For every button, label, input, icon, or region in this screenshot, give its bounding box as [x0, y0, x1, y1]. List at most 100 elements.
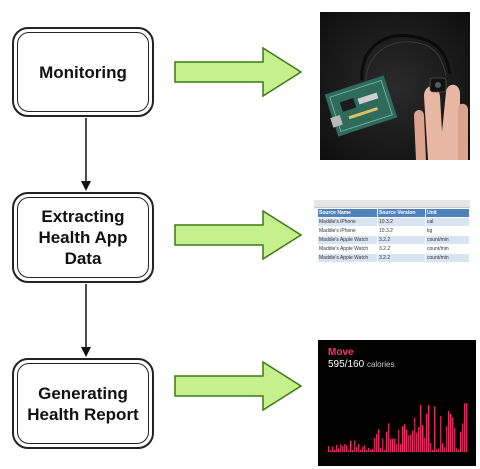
activity-bar	[410, 434, 412, 452]
activity-bar	[416, 432, 418, 452]
activity-bar	[402, 426, 404, 452]
activity-bar	[392, 438, 394, 452]
activity-bar	[418, 427, 420, 452]
activity-bar	[388, 423, 390, 452]
activity-bar	[456, 448, 458, 452]
table-cell: Maddie's Apple Watch	[318, 245, 378, 253]
spreadsheet-column-header-bar	[314, 200, 470, 208]
table-row: Maddie's iPhone 10.3.2 cal	[318, 218, 470, 226]
activity-bar	[382, 438, 384, 452]
activity-bar	[340, 444, 342, 452]
table-cell: count/min	[426, 236, 470, 244]
activity-bar	[406, 429, 408, 452]
table-cell: 10.3.2	[378, 227, 426, 235]
step-label: Generating Health Report	[27, 383, 139, 424]
activity-bar	[408, 435, 410, 452]
activity-bar	[424, 437, 426, 452]
activity-report-screenshot: Move 595/160 calories	[318, 340, 476, 466]
activity-bar	[384, 450, 386, 452]
table-cell: 3.2.2	[378, 254, 426, 262]
activity-bar	[438, 448, 440, 452]
activity-bar	[414, 417, 416, 452]
activity-bar	[380, 447, 382, 452]
activity-bar	[352, 450, 354, 452]
activity-bar	[444, 447, 446, 452]
pulse-sensor-photo-icon	[320, 12, 470, 160]
activity-bar	[378, 429, 380, 452]
activity-value-number: 595/160	[328, 359, 365, 370]
table-cell: Maddie's iPhone	[318, 218, 378, 226]
activity-bar	[454, 427, 456, 452]
activity-bar	[354, 440, 356, 452]
table-row: Maddie's Apple Watch 3.2.2 count/min	[318, 245, 470, 253]
activity-value-unit: calories	[366, 360, 395, 369]
column-header: Source Name	[318, 209, 378, 217]
step-monitoring-box: Monitoring	[12, 27, 154, 117]
activity-bar	[458, 450, 460, 452]
step-label: Monitoring	[39, 62, 127, 82]
activity-bar	[430, 442, 432, 452]
activity-bar	[330, 450, 332, 452]
step-label: Extracting Health App Data	[38, 207, 128, 268]
table-cell: count/min	[426, 254, 470, 262]
activity-bar	[400, 443, 402, 452]
table-cell: 3.2.2	[378, 245, 426, 253]
block-arrow-right-icon	[174, 360, 303, 412]
activity-bar	[434, 406, 436, 452]
activity-bar	[420, 404, 422, 452]
activity-bar	[374, 437, 376, 452]
table-cell: 3.2.2	[378, 236, 426, 244]
activity-bar	[428, 405, 430, 452]
activity-value: 595/160 calories	[328, 359, 395, 370]
table-cell: 10.3.2	[378, 218, 426, 226]
activity-bar	[360, 449, 362, 452]
activity-bar	[398, 429, 400, 452]
activity-bar	[404, 424, 406, 452]
activity-bar	[350, 440, 352, 452]
table-row: Maddie's Apple Watch 3.2.2 count/min	[318, 254, 470, 262]
health-data-spreadsheet: Source Name Source Version Unit Maddie's…	[314, 200, 470, 274]
activity-bar	[396, 444, 398, 452]
activity-bar	[450, 413, 452, 452]
activity-title: Move	[328, 347, 354, 358]
activity-bar	[440, 416, 442, 452]
activity-bar	[464, 403, 466, 452]
activity-bar	[448, 411, 450, 452]
activity-bar	[348, 449, 350, 452]
table-row: Maddie's Apple Watch 3.2.2 count/min	[318, 236, 470, 244]
column-header: Source Version	[378, 209, 426, 217]
table-cell: kg	[426, 227, 470, 235]
activity-bar	[366, 450, 368, 452]
step-extracting-box: Extracting Health App Data	[12, 192, 154, 283]
activity-bar	[426, 413, 428, 452]
activity-bar	[394, 438, 396, 452]
activity-bar	[372, 449, 374, 452]
activity-bar	[460, 431, 462, 452]
table-cell: Maddie's iPhone	[318, 227, 378, 235]
activity-bar	[332, 446, 334, 452]
activity-bar	[390, 438, 392, 452]
activity-bar	[442, 443, 444, 452]
activity-bar	[386, 431, 388, 452]
activity-bar	[342, 446, 344, 452]
step-generating-box: Generating Health Report	[12, 358, 154, 449]
activity-bar	[452, 417, 454, 452]
activity-bar	[370, 450, 372, 452]
activity-bar	[336, 444, 338, 452]
block-arrow-right-icon	[174, 209, 303, 261]
activity-bars	[326, 403, 468, 453]
activity-bar	[338, 448, 340, 452]
activity-bar	[364, 445, 366, 452]
activity-bar	[432, 450, 434, 452]
activity-bar	[462, 423, 464, 452]
table-cell: count/min	[426, 245, 470, 253]
column-header: Unit	[426, 209, 470, 217]
activity-bar	[466, 403, 468, 452]
activity-bar	[344, 443, 346, 452]
sensor-photo-art	[320, 12, 470, 160]
activity-bar	[376, 433, 378, 452]
activity-bar	[362, 446, 364, 452]
activity-bar	[412, 430, 414, 452]
activity-bar	[422, 425, 424, 452]
